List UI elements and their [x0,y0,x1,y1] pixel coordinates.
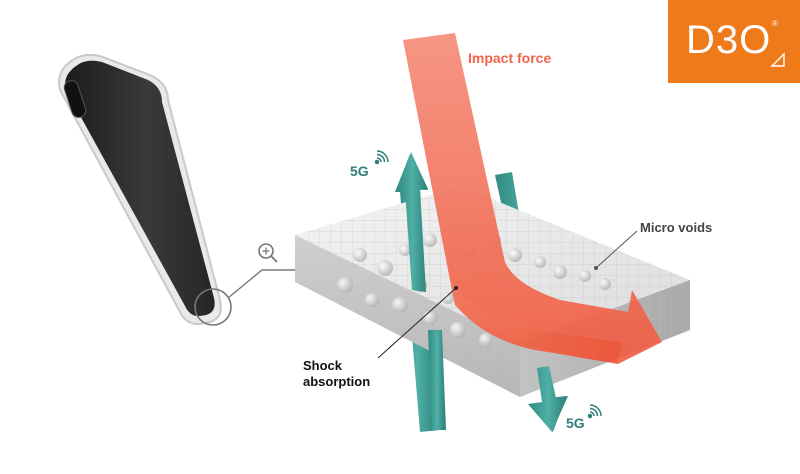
impact-force-arrow [403,33,662,364]
micro-voids-pointer-dot [594,266,598,270]
signal-arrow-down-front [528,366,568,432]
signal-label-bottom: 5G [566,415,585,431]
zoom-in-icon [258,243,278,263]
micro-voids-label: Micro voids [640,220,713,235]
logo-registered-symbol: ® [772,19,778,28]
signal-label-top: 5G [350,163,369,179]
impact-force-label: Impact force [468,50,552,66]
callout-line [227,269,295,299]
camera-module-icon [63,80,87,118]
micro-voids-pointer [595,230,638,269]
logo-text: D3O [686,18,772,62]
shock-label-line1: Shock [303,358,343,373]
shock-label-line2: absorption [303,374,371,389]
zoom-target-circle [194,288,232,326]
brand-logo: D3O ® [668,0,800,83]
phone-illustration [58,53,232,326]
shock-absorption-label: Shock absorption [303,358,370,390]
wifi-signal-icon-top [374,150,389,165]
wifi-signal-icon-bottom [587,404,602,419]
shock-pointer-dot [454,286,458,290]
shock-pointer [377,287,457,359]
signal-arrow-up-front [397,152,446,430]
logo-mark-icon: ® [770,19,785,67]
